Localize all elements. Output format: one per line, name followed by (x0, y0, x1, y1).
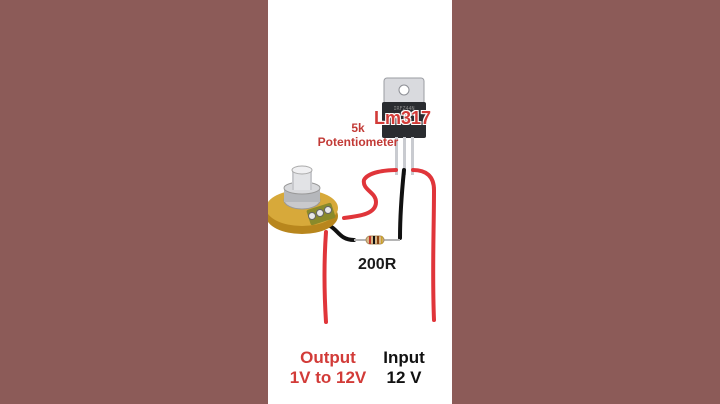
black-wire-out (398, 168, 406, 240)
resistor-200r (354, 235, 400, 245)
red-wire-output (322, 230, 328, 324)
right-background-band (452, 0, 720, 404)
resistor-label: 200R (358, 256, 397, 273)
potentiometer-5k (268, 165, 338, 234)
potentiometer-label: 5k Potentiometer (268, 121, 448, 150)
left-background-band (0, 0, 268, 404)
output-title: Output (300, 348, 356, 367)
output-range: 1V to 12V (289, 367, 367, 387)
potentiometer-name: Potentiometer (317, 134, 399, 149)
lm317-regulator: IRFZ44N (382, 77, 426, 175)
circuit-drawing: IRFZ44N (268, 77, 437, 324)
black-wire-pot (328, 224, 356, 242)
regulator-marking: IRFZ44N (393, 106, 414, 112)
input-voltage: 12 V (386, 367, 422, 387)
circuit-diagram-panel: IRFZ44N (268, 0, 452, 404)
input-title: Input (383, 348, 425, 367)
input-label: Input 12 V (374, 348, 434, 387)
red-wire-adj (342, 168, 398, 220)
output-label: Output 1V to 12V (278, 348, 378, 387)
red-wire-input (411, 168, 437, 322)
regulator-label: Lm317 (374, 108, 432, 128)
potentiometer-value: 5k (351, 121, 365, 135)
